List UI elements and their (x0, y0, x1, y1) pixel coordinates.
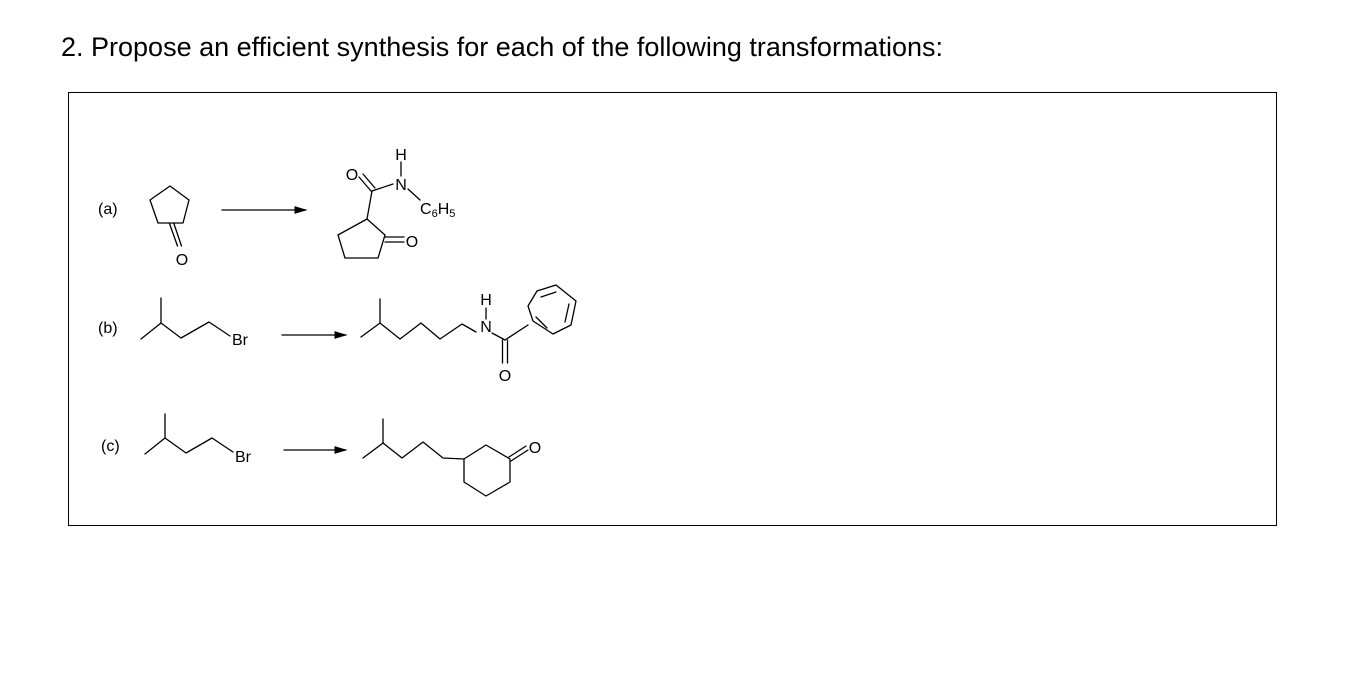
part-b-reactant-br: Br (232, 332, 249, 349)
part-a-ring-o: O (406, 234, 418, 251)
part-c-reactant-alkyl-bromide: Br (144, 413, 252, 466)
part-b-nh-h: H (480, 292, 492, 309)
part-a-nh-h: H (395, 147, 407, 164)
part-c-reactant-br: Br (235, 449, 252, 466)
part-a-reactant-cyclopentanone: O (149, 185, 190, 269)
part-b-reactant-alkyl-bromide: Br (140, 297, 249, 349)
question-text: 2. Propose an efficient synthesis for ea… (61, 32, 943, 62)
part-a-product-keto-amide: O H N C6H5 O (337, 147, 455, 259)
part-a-nh-n: N (395, 177, 407, 194)
part-b-label: (b) (98, 320, 118, 337)
part-b-carbonyl-o: O (499, 368, 511, 385)
part-b-nh-n: N (480, 319, 492, 336)
part-c-label: (c) (101, 438, 120, 455)
part-c-product-cyclohexanone: O (362, 418, 541, 497)
part-a-label: (a) (98, 201, 118, 218)
part-a-phenyl-label: C6H5 (420, 201, 455, 220)
transformations-box (68, 92, 1277, 526)
part-b-product-benzamide: H N O (360, 284, 577, 385)
part-a-carbonyl-o: O (346, 167, 358, 184)
part-c-ketone-o: O (529, 440, 541, 457)
part-a-reactant-o-label: O (176, 252, 188, 269)
